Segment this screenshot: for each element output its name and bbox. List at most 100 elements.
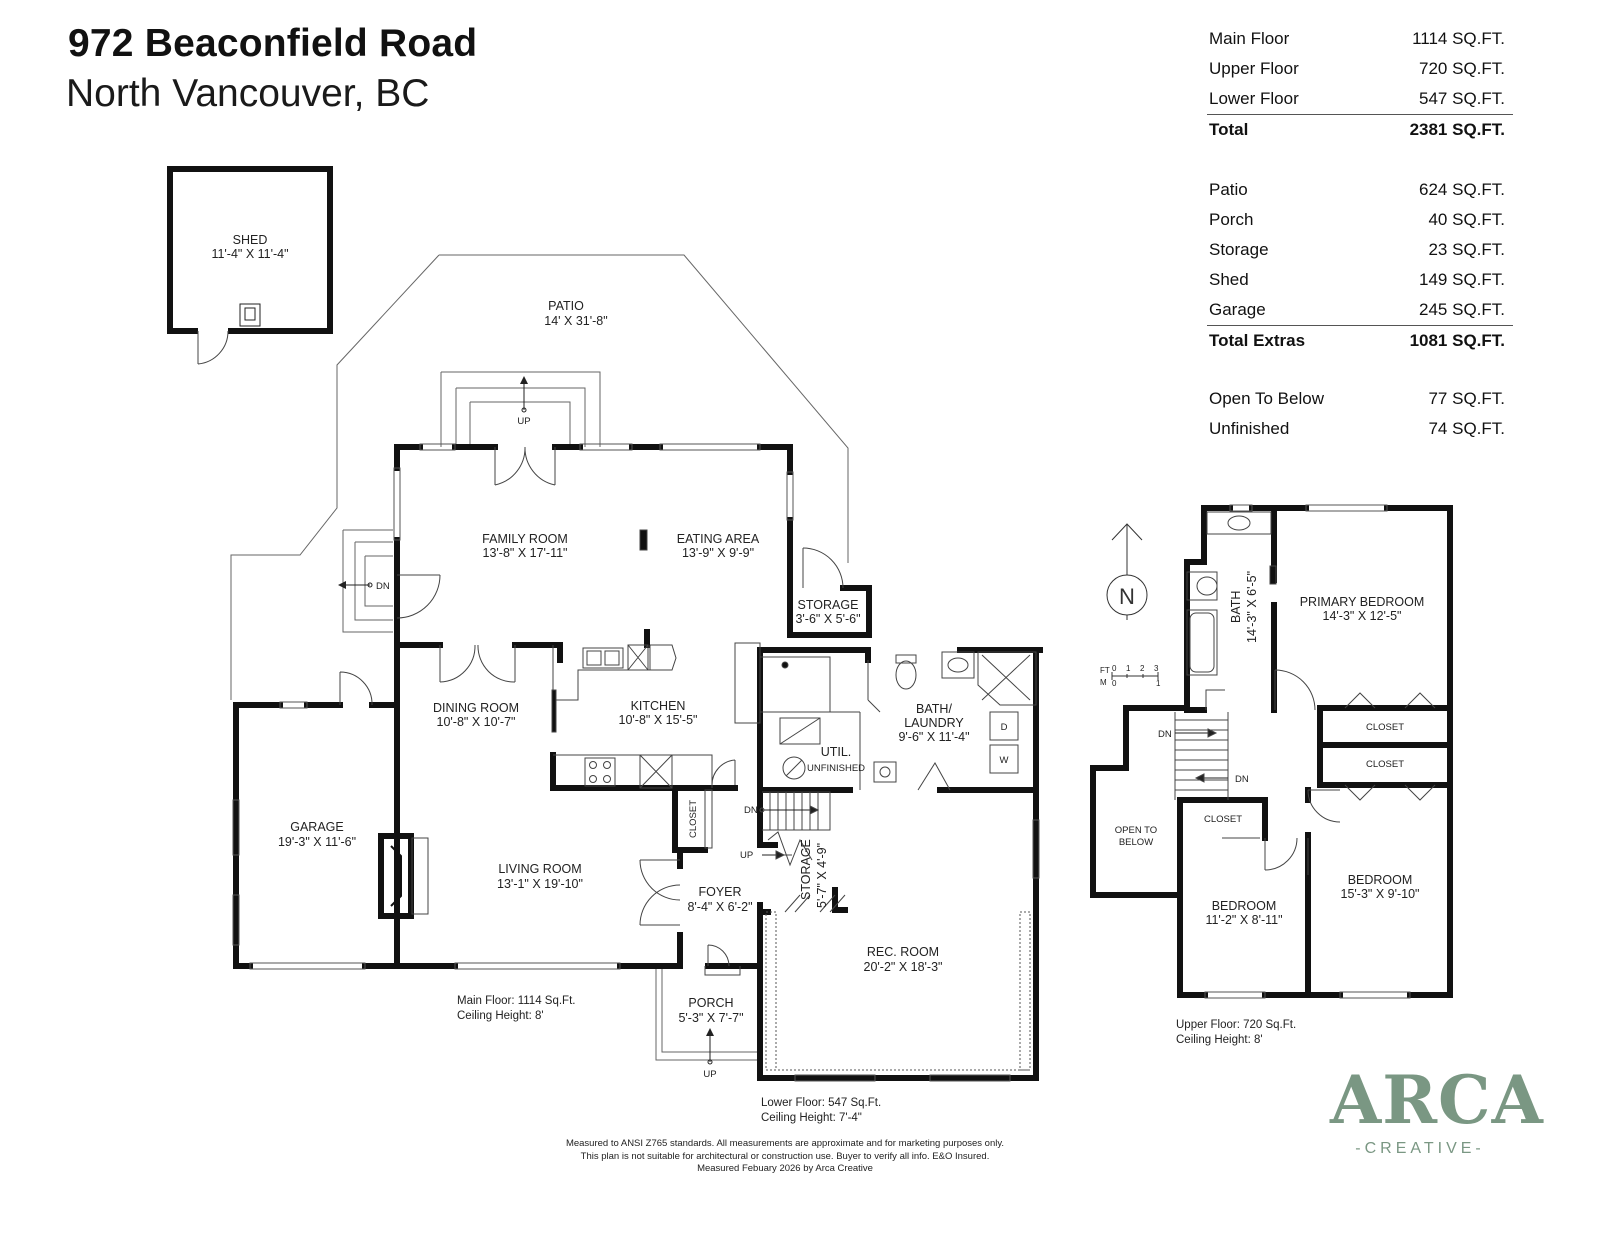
family-room-label: FAMILY ROOM [482,532,568,546]
foyer-doors [639,759,741,976]
lower-stairs [759,791,831,867]
rec-room-dim: 20'-2" X 18'-3" [864,960,943,974]
bedroom-2-dim: 15'-3" X 9'-10" [1341,887,1420,901]
disclaimer-line: This plan is not suitable for architectu… [580,1150,990,1162]
bedroom-2-label: BEDROOM [1348,873,1413,887]
living-room-dim: 13'-1" X 19'-10" [497,877,583,891]
stat-label: Upper Floor [1209,59,1299,78]
bath-laundry-label-2: LAUNDRY [904,716,964,730]
stat-label: Unfinished [1209,419,1290,438]
stat-total-extras: Total Extras 1081 SQ.FT. [1207,325,1513,356]
scale-bar [1111,672,1159,680]
scale-tick: 0 [1112,664,1117,673]
stat-value: 2381 SQ.FT. [1409,120,1505,139]
dn-label: DN [376,581,390,592]
logo-tagline: -CREATIVE- [1355,1140,1485,1157]
up-label: UP [517,416,530,427]
stat-value: 720 SQ.FT. [1419,59,1505,78]
storage-main-dim: 3'-6" X 5'-6" [795,612,860,626]
scale-m-label: M [1100,678,1107,687]
upper-bath-fixtures [1186,511,1316,711]
disclaimer-line: Measured Febuary 2026 by Arca Creative [697,1163,873,1174]
upper-floor-walls [1090,505,1453,998]
kitchen-counters [551,529,713,789]
stat-label: Lower Floor [1209,89,1299,108]
stat-value: 149 SQ.FT. [1419,270,1505,289]
closet-u1-label: CLOSET [1366,722,1404,733]
brand-logo: ARCA -CREATIVE- [1330,1060,1543,1158]
stat-value: 547 SQ.FT. [1419,89,1505,108]
shed-label: SHED [233,233,268,247]
garage-label: GARAGE [290,820,344,834]
main-closet [704,789,713,849]
closet-main-label: CLOSET [688,800,699,838]
shed-dim: 11'-4" X 11'-4" [211,247,288,261]
upper-bath-dim: 14'-3" X 6'-5" [1245,571,1259,643]
stat-value: 1114 SQ.FT. [1412,29,1505,48]
bedroom-1-label: BEDROOM [1212,899,1277,913]
closet-u2-label: CLOSET [1366,759,1404,770]
scale-tick: 3 [1154,664,1159,673]
open-to-below-line2: BELOW [1119,837,1153,848]
stairs-up-label: UP [740,850,753,861]
storage-main-label: STORAGE [798,598,859,612]
scale-tick: 1 [1126,664,1131,673]
open-to-below-line1: OPEN TO [1115,825,1157,836]
windows [232,443,794,970]
stairs-dn-label: DN [744,805,758,816]
stat-upper-floor: Upper Floor 720 SQ.FT. [1207,54,1513,84]
utility-fixtures [734,642,861,790]
scale-tick: 1 [1156,679,1161,688]
porch-label: PORCH [688,996,733,1010]
eating-area-label: EATING AREA [677,532,760,546]
garage-dim: 19'-3" X 11'-6" [278,835,356,849]
bath-laundry-dim: 9'-6" X 11'-4" [898,730,969,744]
upper-closet-doors [1222,692,1436,875]
patio-label: PATIO [548,299,584,313]
north-arrow-icon [1106,523,1148,620]
stat-lower-floor: Lower Floor 547 SQ.FT. [1207,84,1513,114]
storage-main-walls [787,547,872,638]
french-doors [339,446,556,706]
porch-arrow-icon [706,1028,714,1065]
lower-floor-walls [757,647,1043,1081]
lower-ceiling-note: Ceiling Height: 7'-4" [761,1112,862,1124]
washer-label: W [1000,755,1009,766]
dining-room-dim: 10'-8" X 10'-7" [437,715,516,729]
stat-label: Total [1209,120,1249,139]
fireplace [378,833,429,919]
up-arrow-icon [520,376,528,413]
stat-label: Porch [1209,210,1254,229]
stat-total: Total 2381 SQ.FT. [1207,114,1513,145]
bedroom-1-dim: 11'-2" X 8'-11" [1205,913,1282,927]
main-floor-note: Main Floor: 1114 Sq.Ft. [457,995,575,1007]
patio-outline [230,254,849,1061]
upper-ceiling-note: Ceiling Height: 8' [1176,1034,1263,1046]
porch-up-label: UP [703,1069,716,1080]
scale-tick: 2 [1140,664,1145,673]
stat-value: 23 SQ.FT. [1428,240,1505,259]
upper-floor-note: Upper Floor: 720 Sq.Ft. [1176,1019,1296,1031]
dryer-label: D [1001,722,1008,733]
disclaimer: Measured to ANSI Z765 standards. All mea… [520,1138,1050,1176]
stat-label: Total Extras [1209,331,1306,350]
stat-label: Patio [1209,180,1248,199]
rec-room-label: REC. ROOM [867,945,939,959]
primary-bedroom-label: PRIMARY BEDROOM [1300,595,1425,609]
upper-dn-label-1: DN [1158,729,1172,740]
property-address: 972 Beaconfield Road [68,22,478,65]
stat-value: 245 SQ.FT. [1419,300,1505,319]
primary-bedroom-dim: 14'-3" X 12'-5" [1323,609,1402,623]
storage-lower-label: STORAGE [799,839,813,900]
rec-room-windows [765,819,1040,1082]
foyer-dim: 8'-4" X 6'-2" [687,900,752,914]
family-room-dim: 13'-8" X 17'-11" [483,546,568,560]
property-city: North Vancouver, BC [66,72,430,115]
stat-value: 1081 SQ.FT. [1409,331,1505,350]
bath-laundry-label-1: BATH/ [916,702,952,716]
